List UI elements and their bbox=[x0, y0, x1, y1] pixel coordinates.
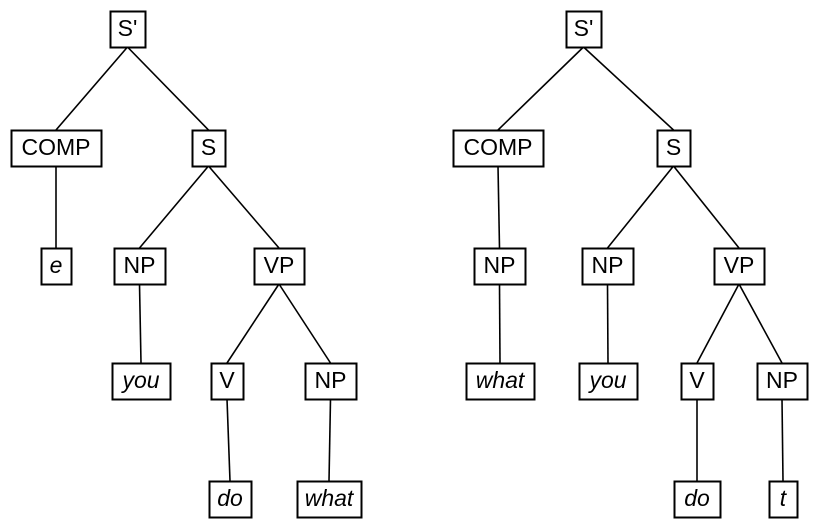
node-label-l-sbar: S' bbox=[118, 15, 138, 41]
node-label-r-t: t bbox=[780, 485, 788, 511]
node-box-r-do bbox=[673, 480, 722, 519]
tree-edge-R-S-to-R-NP1 bbox=[606, 165, 675, 249]
tree-edge-L-S-to-L-NP1 bbox=[138, 165, 210, 249]
node-box-r-vp bbox=[713, 247, 766, 286]
node-box-l-v bbox=[210, 362, 245, 401]
node-box-l-np2 bbox=[304, 362, 358, 401]
tree-node-l-you[interactable]: you bbox=[111, 362, 172, 401]
node-box-r-s bbox=[656, 129, 692, 168]
node-label-l-s: S bbox=[201, 134, 216, 160]
tree-nodes-tree-right: S' COMP S NP NP VP what you V NP do t bbox=[452, 10, 809, 519]
tree-node-r-vp[interactable]: VP bbox=[713, 247, 766, 286]
tree-edge-L-NP2-to-L-what bbox=[328, 398, 332, 482]
node-box-l-what bbox=[296, 480, 363, 519]
node-label-l-do: do bbox=[217, 485, 243, 511]
tree-node-r-s[interactable]: S bbox=[656, 129, 692, 168]
tree-edge-R-S-to-R-VP bbox=[672, 165, 740, 249]
tree-node-r-you[interactable]: you bbox=[578, 362, 639, 401]
tree-node-l-sbar[interactable]: S' bbox=[109, 10, 147, 49]
node-box-r-sbar bbox=[565, 10, 603, 49]
node-label-l-you: you bbox=[120, 367, 159, 393]
tree-edge-R-COMP-to-R-NP0 bbox=[497, 165, 501, 249]
node-box-r-comp bbox=[452, 129, 545, 168]
tree-edge-R-NP1-to-R-you bbox=[606, 283, 609, 364]
tree-node-l-np1[interactable]: NP bbox=[113, 247, 167, 286]
tree-node-l-e[interactable]: e bbox=[40, 247, 73, 286]
tree-node-r-do[interactable]: do bbox=[673, 480, 722, 519]
node-label-r-do: do bbox=[684, 485, 710, 511]
node-box-l-comp bbox=[10, 129, 103, 168]
node-label-r-comp: COMP bbox=[464, 134, 533, 160]
node-box-l-vp bbox=[253, 247, 306, 286]
tree-node-r-np0[interactable]: NP bbox=[473, 247, 527, 286]
node-label-l-comp: COMP bbox=[22, 134, 91, 160]
node-box-l-s bbox=[191, 129, 227, 168]
tree-edge-L-VP-to-L-V bbox=[226, 283, 280, 364]
node-label-l-what: what bbox=[305, 485, 355, 511]
tree-edge-L-VP-to-L-NP2 bbox=[278, 283, 332, 364]
tree-edge-L-Sbar-to-L-S bbox=[126, 46, 210, 131]
tree-node-r-comp[interactable]: COMP bbox=[452, 129, 545, 168]
tree-edge-L-S-to-L-VP bbox=[207, 165, 280, 249]
node-label-r-np0: NP bbox=[484, 252, 516, 278]
node-box-r-t bbox=[768, 480, 799, 519]
tree-node-r-np2[interactable]: NP bbox=[756, 362, 809, 401]
tree-node-r-t[interactable]: t bbox=[768, 480, 799, 519]
tree-node-l-vp[interactable]: VP bbox=[253, 247, 306, 286]
node-label-r-np2: NP bbox=[766, 367, 798, 393]
node-box-r-np2 bbox=[756, 362, 809, 401]
tree-node-l-what[interactable]: what bbox=[296, 480, 363, 519]
tree-edges-tree-left bbox=[55, 46, 332, 482]
node-label-r-vp: VP bbox=[724, 252, 755, 278]
tree-node-l-comp[interactable]: COMP bbox=[10, 129, 103, 168]
tree-edge-R-VP-to-R-NP2 bbox=[738, 283, 783, 364]
tree-node-r-what[interactable]: what bbox=[465, 362, 536, 401]
tree-edge-R-Sbar-to-R-S bbox=[582, 46, 675, 131]
node-box-l-you bbox=[111, 362, 172, 401]
node-box-l-e bbox=[40, 247, 73, 286]
node-box-l-sbar bbox=[109, 10, 147, 49]
node-box-r-you bbox=[578, 362, 639, 401]
tree-edge-L-V-to-L-do bbox=[226, 398, 231, 482]
tree-node-r-sbar[interactable]: S' bbox=[565, 10, 603, 49]
node-label-r-you: you bbox=[587, 367, 626, 393]
node-label-r-v: V bbox=[689, 367, 705, 393]
tree-node-r-v[interactable]: V bbox=[680, 362, 715, 401]
node-box-r-np0 bbox=[473, 247, 527, 286]
node-label-l-e: e bbox=[50, 252, 63, 278]
tree-edge-L-Sbar-to-L-COMP bbox=[55, 46, 129, 131]
node-label-r-sbar: S' bbox=[574, 15, 594, 41]
tree-node-l-v[interactable]: V bbox=[210, 362, 245, 401]
node-label-l-np1: NP bbox=[124, 252, 156, 278]
node-box-r-np1 bbox=[581, 247, 635, 286]
node-label-l-vp: VP bbox=[264, 252, 295, 278]
tree-edge-R-NP0-to-R-what bbox=[498, 283, 501, 364]
tree-node-l-do[interactable]: do bbox=[208, 480, 253, 519]
tree-edge-L-NP1-to-L-you bbox=[138, 283, 142, 364]
node-box-r-v bbox=[680, 362, 715, 401]
tree-edge-R-NP2-to-R-t bbox=[781, 398, 784, 482]
tree-edge-R-VP-to-R-V bbox=[696, 283, 740, 364]
node-box-l-np1 bbox=[113, 247, 167, 286]
node-label-r-s: S bbox=[666, 134, 681, 160]
node-label-l-np2: NP bbox=[315, 367, 347, 393]
tree-edge-R-Sbar-to-R-COMP bbox=[497, 46, 585, 131]
tree-node-l-s[interactable]: S bbox=[191, 129, 227, 168]
edges-layer bbox=[55, 46, 784, 482]
node-label-r-what: what bbox=[476, 367, 526, 393]
node-label-l-v: V bbox=[219, 367, 235, 393]
tree-node-l-np2[interactable]: NP bbox=[304, 362, 358, 401]
node-box-r-what bbox=[465, 362, 536, 401]
tree-edges-tree-right bbox=[497, 46, 784, 482]
node-box-l-do bbox=[208, 480, 253, 519]
node-label-r-np1: NP bbox=[592, 252, 624, 278]
tree-node-r-np1[interactable]: NP bbox=[581, 247, 635, 286]
